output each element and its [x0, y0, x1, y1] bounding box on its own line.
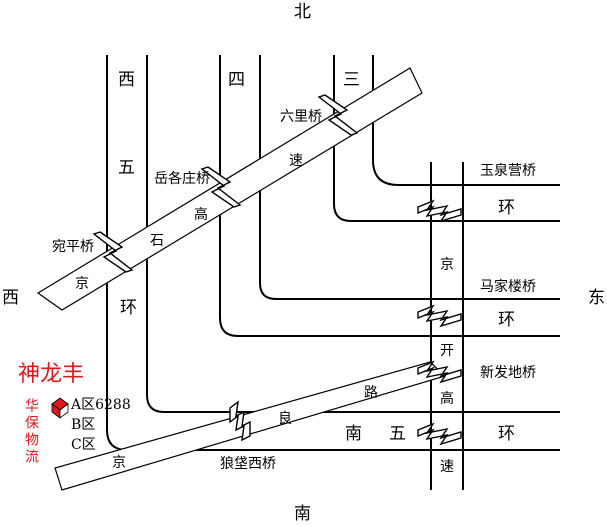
zigzag-break	[229, 400, 251, 442]
jingliang-label-3: 路	[364, 385, 378, 401]
house-icon	[51, 397, 69, 419]
jingliang-label-1: 京	[112, 455, 126, 471]
ring-line-f	[372, 55, 560, 186]
zigzag-break	[417, 199, 462, 223]
ring-line-c	[219, 55, 560, 337]
compass-north: 北	[294, 2, 311, 22]
third-ring-label: 三	[343, 70, 360, 90]
fourth-ring-label: 四	[228, 70, 245, 90]
compass-east: 东	[588, 288, 605, 308]
jingshi-label-2: 石	[150, 233, 164, 249]
jingkai-label-4: 速	[440, 459, 454, 475]
ring-label-east-2: 环	[498, 310, 515, 330]
ring-line-e	[333, 55, 560, 222]
jingshi-label-4: 速	[289, 153, 303, 169]
jingkai-label-3: 高	[440, 391, 454, 407]
overpass-marker	[92, 231, 134, 273]
jingkai-label-2: 开	[440, 343, 454, 359]
compass-west: 西	[2, 288, 19, 308]
west-ring-label-3: 环	[120, 298, 137, 318]
west-ring-label-2: 五	[118, 158, 135, 178]
overpass-marker	[317, 94, 359, 136]
zone-c-label: C区	[71, 437, 96, 453]
bridge-wanping: 宛平桥	[52, 239, 94, 255]
jingshi-label-1: 京	[75, 276, 89, 292]
south-ring-label-1: 南	[345, 424, 362, 444]
zone-b-label: B区	[71, 417, 96, 433]
ring-label-east-1: 环	[498, 198, 515, 218]
ring-line-d	[259, 55, 560, 300]
bridge-yuegezhuang: 岳各庄桥	[154, 171, 210, 187]
zigzag-break	[417, 422, 462, 446]
bridge-yuquanying: 玉泉营桥	[480, 163, 536, 179]
bridge-xinfadi: 新发地桥	[480, 365, 536, 381]
south-ring-label-2: 五	[389, 424, 406, 444]
bridge-majialou: 马家楼桥	[480, 279, 536, 295]
jingshi-label-3: 高	[194, 207, 208, 223]
company-vertical-name: 华保物流	[23, 398, 39, 466]
overpass-marker	[200, 166, 242, 208]
jingliang-label-2: 良	[278, 411, 292, 427]
jingshi-expressway-band	[36, 67, 423, 311]
compass-south: 南	[294, 504, 311, 524]
south-ring-label-3: 环	[498, 424, 515, 444]
ring-line-b	[146, 55, 560, 413]
zone-a-label: A区6288	[71, 397, 131, 413]
company-name: 神龙丰	[18, 362, 85, 387]
bridge-liuli: 六里桥	[280, 109, 322, 125]
bridge-langbao: 狼垡西桥	[220, 456, 276, 472]
zigzag-break	[417, 360, 462, 384]
zigzag-break	[417, 304, 462, 328]
jingkai-label-1: 京	[440, 257, 454, 273]
west-ring-label-1: 西	[118, 70, 135, 90]
